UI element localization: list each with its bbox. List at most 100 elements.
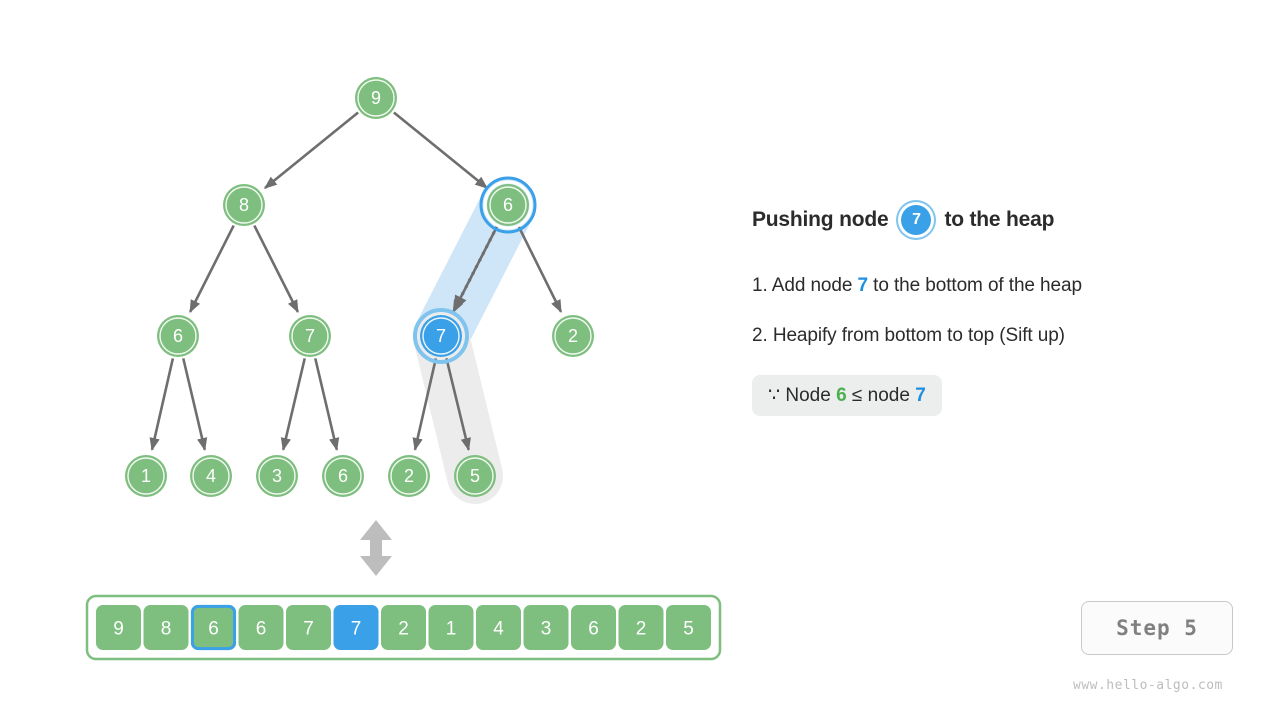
array-cell-label: 9 xyxy=(113,619,124,640)
tree-node-label: 1 xyxy=(141,466,151,486)
array-cell-box xyxy=(333,605,379,650)
array-cell-outline xyxy=(190,604,237,651)
tree-node-4[interactable]: 4 xyxy=(190,455,232,497)
tree-node-3[interactable]: 3 xyxy=(256,455,298,497)
step-item-1: 1. Add node 7 to the bottom of the heap xyxy=(752,275,1222,297)
note-blue-value: 7 xyxy=(915,385,926,406)
array-cell-12[interactable]: 5 xyxy=(666,605,711,650)
sift-up-dotted-arrow xyxy=(452,224,499,312)
array-cell-label: 4 xyxy=(493,619,504,640)
array-cell-box xyxy=(381,605,426,650)
array-cell-6[interactable]: 2 xyxy=(381,605,426,650)
tree-edge xyxy=(149,358,175,451)
explanation-panel: Pushing node 7 to the heap 1. Add node 7… xyxy=(752,205,1222,416)
array-cell-label: 6 xyxy=(208,619,219,640)
tree-node-label: 4 xyxy=(206,466,216,486)
array-container xyxy=(85,594,722,661)
tree-node-1[interactable]: 1 xyxy=(125,455,167,497)
array-cell-box xyxy=(286,605,331,650)
array-cell-3[interactable]: 6 xyxy=(238,605,284,650)
step-1-value: 7 xyxy=(857,275,869,296)
tree-node-6[interactable]: 6 xyxy=(479,176,537,234)
tree-edge xyxy=(314,358,340,451)
tree-edge xyxy=(393,111,489,190)
step-1-number: 1. xyxy=(752,275,772,296)
array-cell-1[interactable]: 8 xyxy=(143,605,189,650)
array-cell-box xyxy=(428,605,474,650)
array-cell-box xyxy=(618,605,664,650)
panel-title-node-badge: 7 xyxy=(901,205,932,235)
array-cell-box xyxy=(143,605,189,650)
panel-title: Pushing node 7 to the heap xyxy=(752,205,1222,235)
step-item-2: 2. Heapify from bottom to top (Sift up) xyxy=(752,325,1222,347)
tree-node-label: 2 xyxy=(404,466,414,486)
tree-node-6[interactable]: 6 xyxy=(157,315,199,357)
tree-edge xyxy=(188,224,235,314)
double-arrow-vertical-icon xyxy=(360,520,392,576)
array-cell-11[interactable]: 2 xyxy=(618,605,664,650)
tree-node-label: 7 xyxy=(305,326,315,346)
tree-edge xyxy=(412,358,438,451)
tree-node-7[interactable]: 7 xyxy=(289,315,331,357)
tree-node-label: 6 xyxy=(338,466,348,486)
comparison-note: ∵ Node 6 ≤ node 7 xyxy=(752,375,942,416)
tree-node-label: 5 xyxy=(470,466,480,486)
array-cell-8[interactable]: 4 xyxy=(476,605,521,650)
tree-node-label: 6 xyxy=(503,195,513,215)
step-2-number: 2. xyxy=(752,325,773,346)
array-cell-box xyxy=(238,605,284,650)
note-green-value: 6 xyxy=(836,385,847,406)
steps-list: 1. Add node 7 to the bottom of the heap … xyxy=(752,275,1222,416)
array-cell-7[interactable]: 1 xyxy=(428,605,474,650)
array-cell-label: 7 xyxy=(303,619,314,640)
array-cell-4[interactable]: 7 xyxy=(286,605,331,650)
array-cell-box xyxy=(96,605,141,650)
array-cell-box xyxy=(571,605,616,650)
array-cell-label: 1 xyxy=(446,619,457,640)
tree-edge xyxy=(253,224,300,314)
array-cell-9[interactable]: 3 xyxy=(523,605,569,650)
step-1-pre: Add node xyxy=(771,275,858,296)
array-cell-label: 6 xyxy=(588,619,599,640)
tree-node-label: 9 xyxy=(371,88,381,108)
sift-up-arrow xyxy=(452,224,499,312)
array-cell-label: 5 xyxy=(683,619,694,640)
step-2-pre: Heapify from bottom to top (Sift up) xyxy=(772,325,1065,346)
array-cell-box xyxy=(476,605,521,650)
tree-node-2[interactable]: 2 xyxy=(388,455,430,497)
tree-nodes: 9 8 6 6 7 7 2 1 4 3 6 2 5 xyxy=(125,77,594,497)
tree-edges xyxy=(149,111,563,452)
array-cell-box xyxy=(666,605,711,650)
array-cell-box xyxy=(191,605,236,650)
array-cell-box xyxy=(523,605,569,650)
tree-edge xyxy=(182,358,208,451)
array-cell-label: 2 xyxy=(636,619,647,640)
tree-node-label: 8 xyxy=(239,195,249,215)
tree-node-8[interactable]: 8 xyxy=(223,184,265,226)
note-comparator: ≤ node xyxy=(846,385,916,406)
array-cell-10[interactable]: 6 xyxy=(571,605,616,650)
tree-node-6[interactable]: 6 xyxy=(322,455,364,497)
array-cell-label: 3 xyxy=(541,619,552,640)
array-cell-label: 2 xyxy=(398,619,409,640)
tree-edge xyxy=(445,358,471,452)
step-1-post: to the bottom of the heap xyxy=(867,275,1082,296)
array-cell-5[interactable]: 7 xyxy=(333,605,379,650)
tree-node-2[interactable]: 2 xyxy=(552,315,594,357)
tree-edge xyxy=(263,111,359,190)
tree-node-7[interactable]: 7 xyxy=(413,308,469,364)
tree-node-label: 6 xyxy=(173,326,183,346)
tree-edge xyxy=(517,225,563,313)
panel-title-suffix: to the heap xyxy=(944,208,1055,231)
tree-node-label: 2 xyxy=(568,326,578,346)
array-cell-0[interactable]: 9 xyxy=(96,605,141,650)
tree-node-9[interactable]: 9 xyxy=(355,77,397,119)
note-word: Node xyxy=(785,385,837,406)
array-cell-label: 6 xyxy=(256,619,267,640)
tree-node-label: 3 xyxy=(272,466,282,486)
tree-node-5[interactable]: 5 xyxy=(454,455,496,497)
array-cell-2[interactable]: 6 xyxy=(190,604,237,651)
